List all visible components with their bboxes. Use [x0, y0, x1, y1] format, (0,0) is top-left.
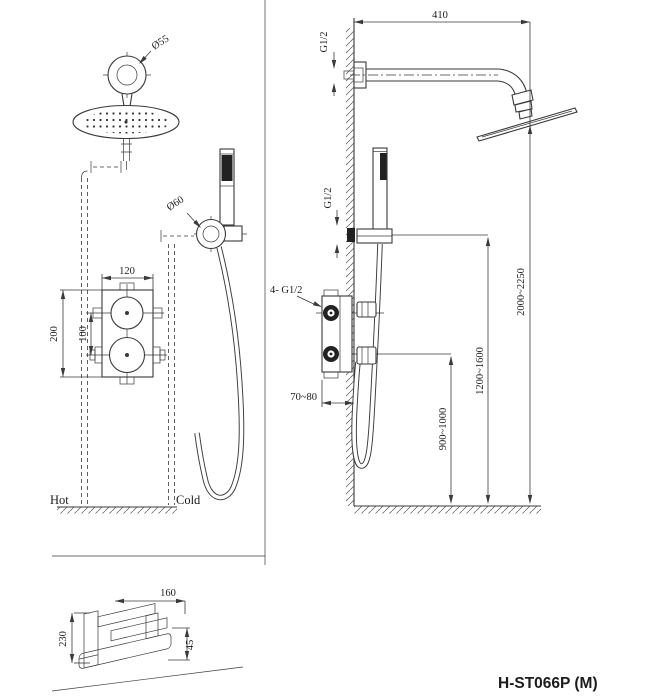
rain-shower-head-front [72, 52, 180, 161]
handset-holder-ring [195, 218, 227, 250]
wall-outlet-elbow [347, 228, 355, 242]
dim-valve-height: 200 [49, 326, 60, 342]
detail-baseline [51, 666, 244, 692]
dim-valve-height-range: 900~1000 [438, 408, 449, 450]
dim-arm-length: 410 [432, 10, 448, 21]
side-dimensions: 410 G1/2 G1/2 4- G1/2 70~80 [270, 10, 533, 504]
dim-outlet-thread: G1/2 [323, 188, 334, 209]
dim-arm-thread: G1/2 [319, 32, 330, 53]
thermostatic-valve-front [86, 282, 167, 385]
model-number-label: H-ST066P (M) [498, 675, 598, 692]
dim-bar-height: 45 [185, 640, 196, 651]
head-outlet-fitting [121, 139, 132, 161]
detail-view: 160 230 45 [51, 588, 244, 692]
dim-bracket-height: 230 [58, 631, 69, 647]
dim-valve-depth: 70~80 [290, 392, 317, 403]
holder-clamp [223, 225, 243, 242]
shower-arm-side [343, 61, 578, 142]
dim-valve-width: 120 [119, 266, 135, 277]
hand-shower-front [194, 148, 247, 501]
wall-hatch [346, 28, 354, 506]
dim-head-mount-diameter: Ø55 [150, 33, 171, 52]
dim-handle-spacing: 100 [78, 326, 89, 342]
supply-pipes-dashed [81, 161, 194, 505]
hand-shower-side [347, 147, 393, 469]
front-view: Hot Cold Ø55 Ø60 120 [49, 0, 266, 565]
knob-side-top [356, 301, 377, 318]
cold-label: Cold [176, 493, 201, 507]
knob-side-bottom [356, 346, 377, 365]
dim-bracket-width: 160 [160, 588, 176, 599]
supply-labels: Hot Cold [50, 493, 201, 514]
dim-head-height-range: 2000~2250 [516, 268, 527, 316]
rain-shower-head-side [476, 107, 578, 142]
dim-valve-threads: 4- G1/2 [270, 285, 302, 296]
bracket-sketch [78, 603, 172, 669]
thermostatic-valve-side [316, 234, 488, 379]
shower-hose-front [194, 246, 245, 501]
hot-label: Hot [50, 493, 69, 507]
ground-hatch-front [57, 507, 177, 514]
side-view: 410 G1/2 G1/2 4- G1/2 70~80 [270, 10, 578, 514]
floor-hatch [354, 506, 541, 514]
dim-outlet-height-range: 1200~1600 [475, 347, 486, 395]
dim-holder-diameter: Ø60 [165, 194, 186, 213]
